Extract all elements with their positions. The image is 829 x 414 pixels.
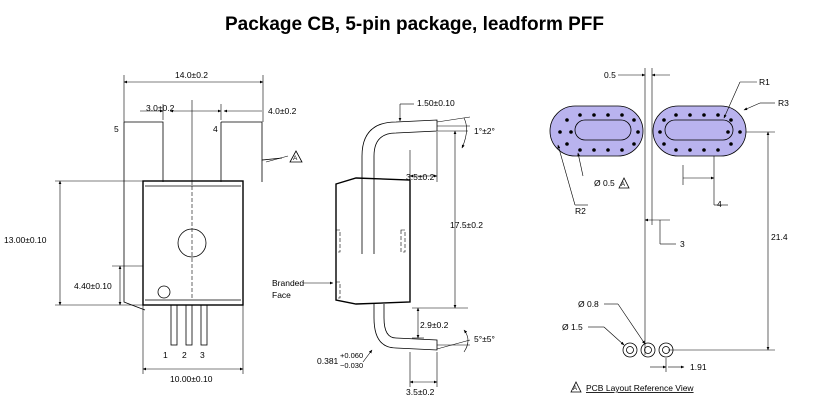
mounting-hole xyxy=(177,228,207,258)
pin-label-1: 1 xyxy=(163,350,168,360)
bottom-angle-dim: 5°±5° xyxy=(474,334,495,344)
front-view: 14.0±0.2 3.0±0.2 4.0±0.2 5 4 A 13.00±0.1… xyxy=(4,70,303,384)
through-holes xyxy=(622,342,674,358)
pin-label-5: 5 xyxy=(114,124,119,134)
top-offset-dim: 3.5±0.2 xyxy=(406,172,435,182)
pin-label-3: 3 xyxy=(200,350,205,360)
lead-bend-dim: 2.9±0.2 xyxy=(420,320,449,330)
pin-gap-right-dim: 4.0±0.2 xyxy=(268,106,297,116)
radius-r2: R2 xyxy=(575,206,586,216)
pin-gap-left-dim: 3.0±0.2 xyxy=(146,103,175,113)
radius-r3: R3 xyxy=(778,98,789,108)
lead-tab-5 xyxy=(123,121,164,182)
caption-triangle xyxy=(570,381,582,393)
pcb-view: 0.5 R1 R3 xyxy=(549,68,789,393)
pin-label-2: 2 xyxy=(182,350,187,360)
top-angle-dim: 1°±2° xyxy=(474,126,495,136)
pin-3 xyxy=(200,304,208,346)
via-callout-triangle xyxy=(618,177,630,189)
radius-r1: R1 xyxy=(759,77,770,87)
dim-4: 4 xyxy=(717,199,722,209)
bottom-offset-dim: 3.5±0.2 xyxy=(406,387,435,397)
upper-lead xyxy=(361,119,438,178)
side-body xyxy=(335,177,411,305)
lead-thickness-minus: −0.030 xyxy=(340,361,363,370)
dim-21-4: 21.4 xyxy=(771,232,788,242)
dim-0-5: 0.5 xyxy=(604,70,616,80)
lead-thickness-base: 0.381 xyxy=(317,356,339,366)
lead-span-dim: 17.5±0.2 xyxy=(450,220,483,230)
pcb-caption: PCB Layout Reference View xyxy=(586,383,694,393)
pin1-marker xyxy=(157,285,171,299)
pin-2 xyxy=(185,304,193,346)
body-height-dim: 13.00±0.10 xyxy=(4,235,47,245)
side-view: 1.50±0.10 1°±2° 3.5±0.2 17.5±0.2 Branded… xyxy=(272,98,495,397)
hole-height-dim: 4.40±0.10 xyxy=(74,281,112,291)
dim-3: 3 xyxy=(680,239,685,249)
via-callout-a: A xyxy=(621,182,625,188)
branded-face-label-1: Branded xyxy=(272,278,304,288)
pin-label-4: 4 xyxy=(213,124,218,134)
width-top-dim: 14.0±0.2 xyxy=(175,70,208,80)
vias-left xyxy=(558,113,640,152)
lead-tab-4 xyxy=(220,121,283,182)
hole-diameter-small: Ø 0.8 xyxy=(578,299,599,309)
vias-right xyxy=(658,113,742,152)
package-body xyxy=(142,180,244,306)
page-title: Package CB, 5-pin package, leadform PFF xyxy=(224,14,605,35)
branded-face-label-2: Face xyxy=(272,290,291,300)
pad-right xyxy=(652,105,747,157)
pitch-dim: 1.91 xyxy=(690,362,707,372)
caption-marker: A xyxy=(573,386,577,392)
pad-left xyxy=(549,105,644,157)
callout-triangle-a xyxy=(289,150,303,163)
hole-diameter-large: Ø 1.5 xyxy=(562,322,583,332)
pin-1 xyxy=(170,304,178,346)
width-bottom-dim: 10.00±0.10 xyxy=(170,374,213,384)
lead-thickness-plus: +0.060 xyxy=(340,351,363,360)
top-lead-thickness-dim: 1.50±0.10 xyxy=(417,98,455,108)
via-diameter: Ø 0.5 xyxy=(594,178,615,188)
callout-a-label: A xyxy=(293,155,298,162)
